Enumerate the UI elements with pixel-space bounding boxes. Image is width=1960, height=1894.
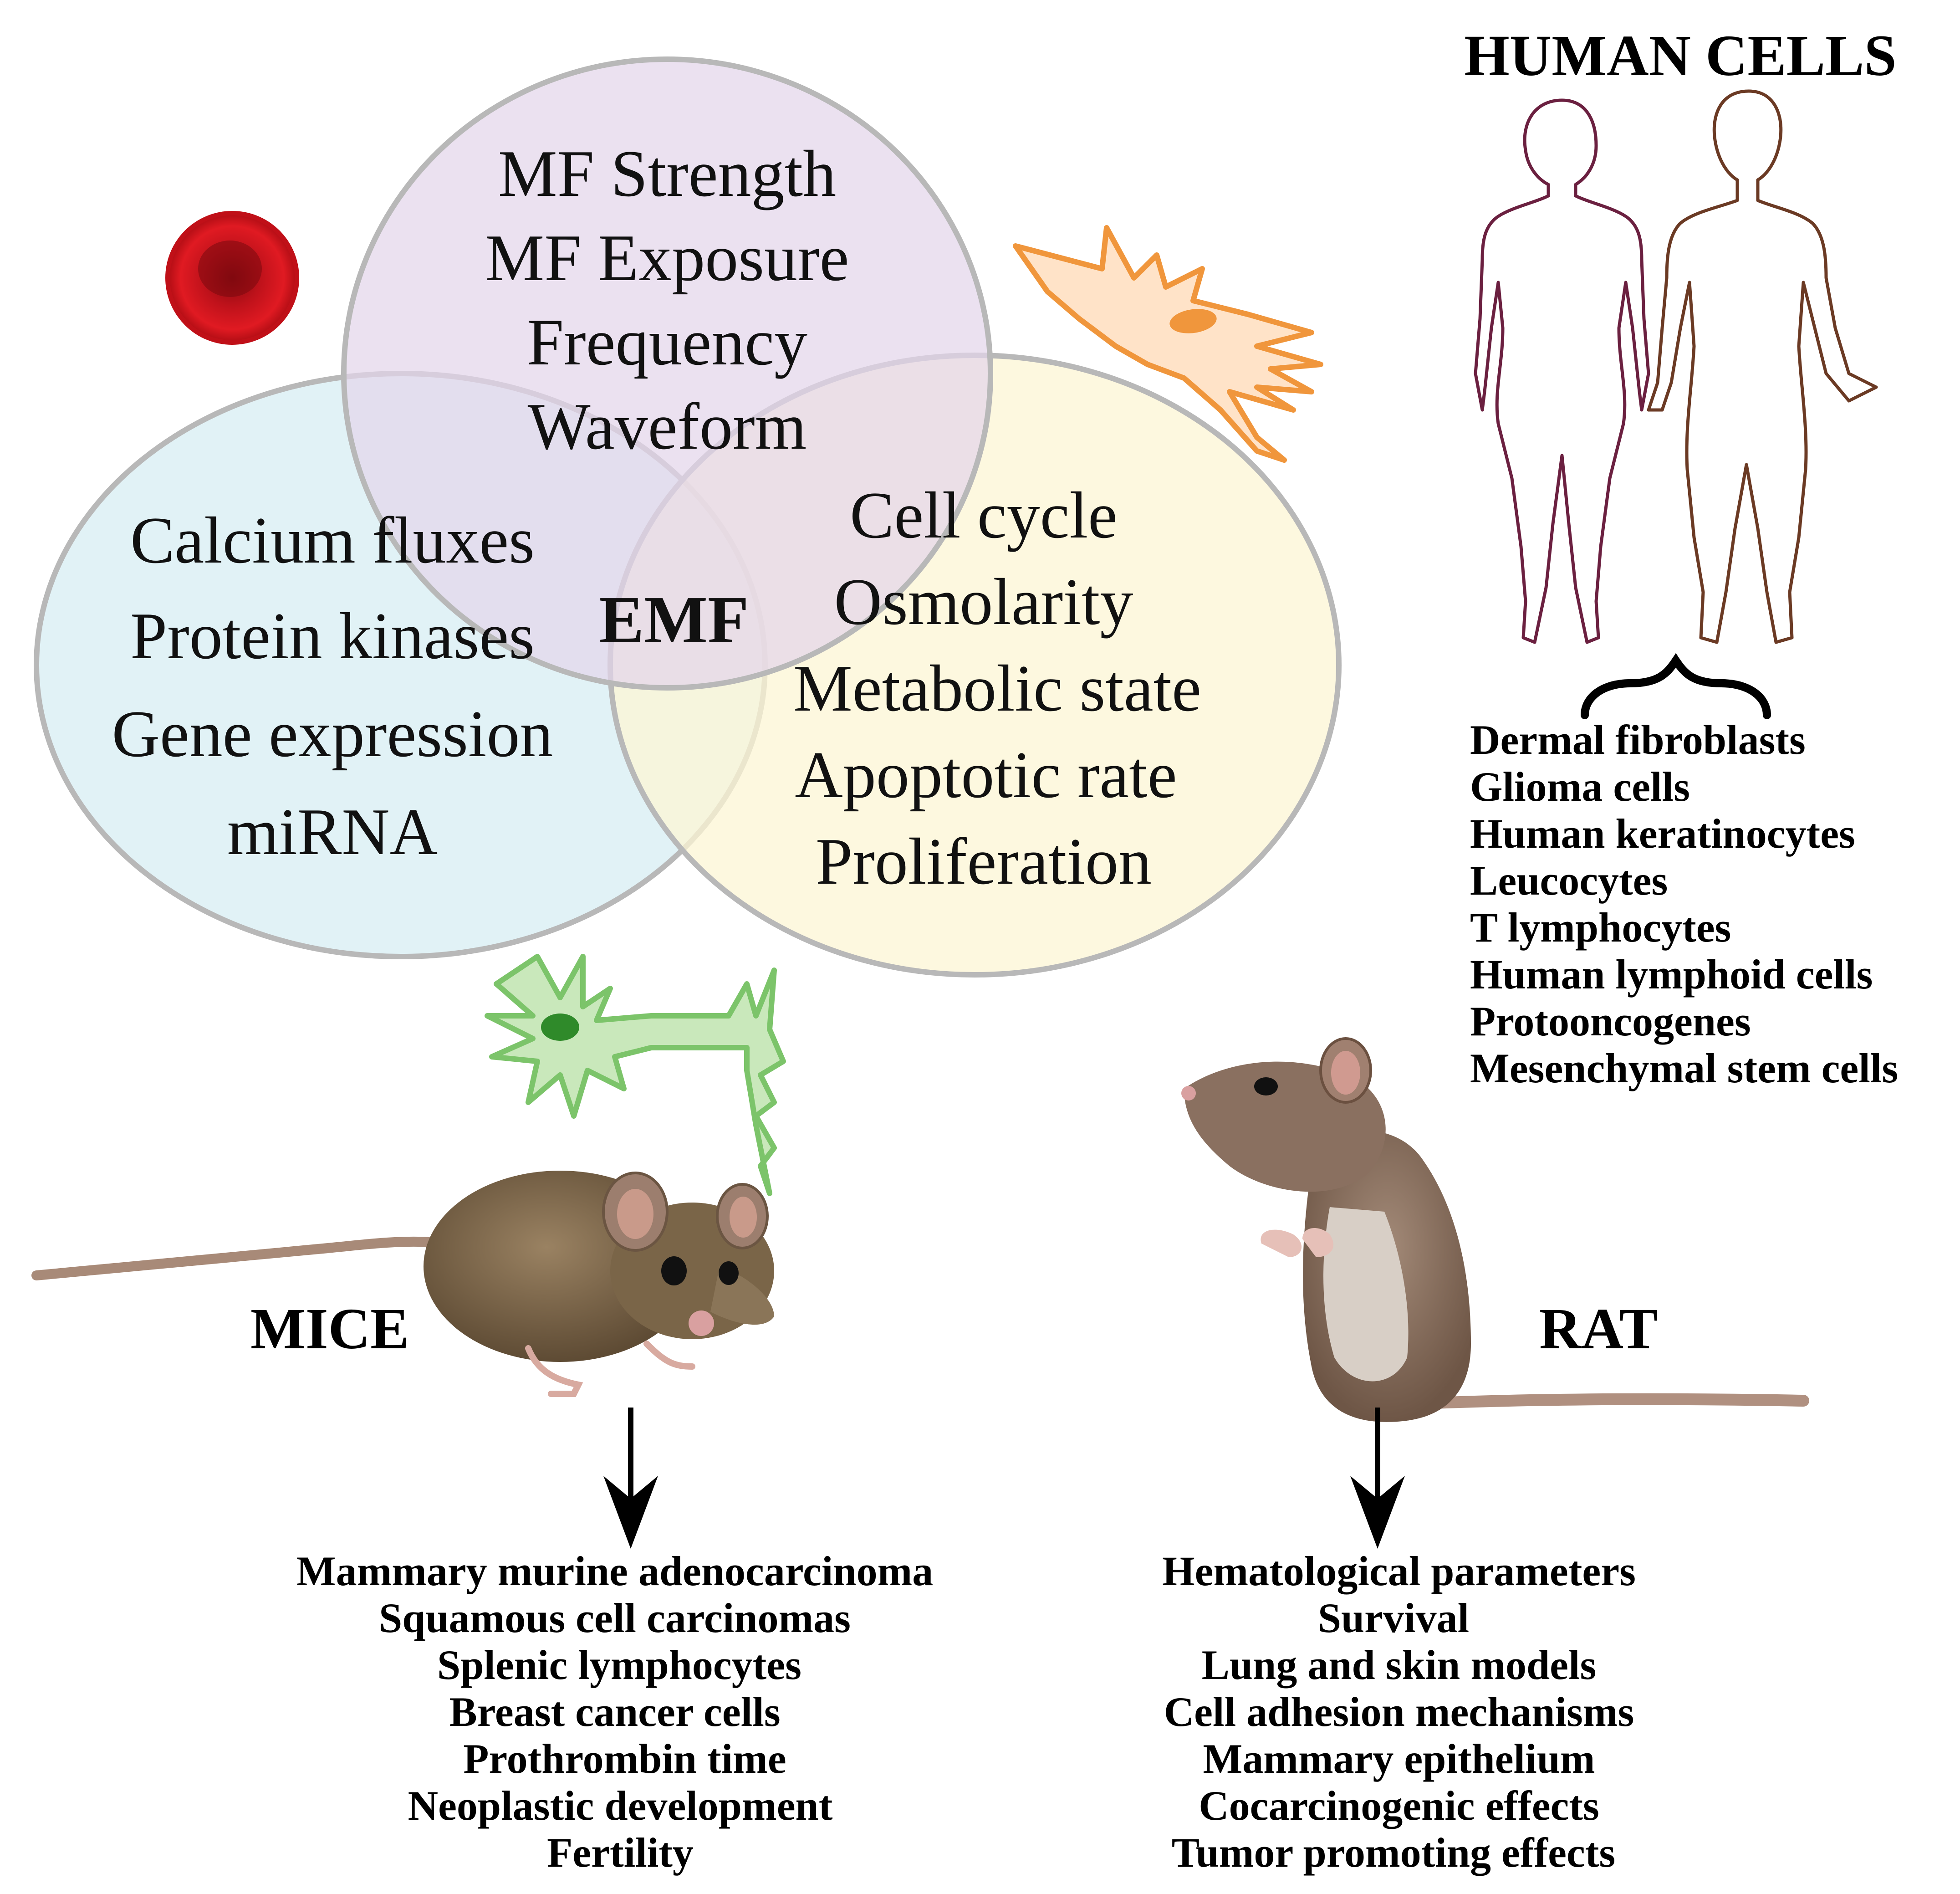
venn-left-item: Gene expression xyxy=(112,697,553,771)
list-item: Breast cancer cells xyxy=(449,1689,780,1735)
list-item: Protooncogenes xyxy=(1470,998,1751,1044)
rat-title: RAT xyxy=(1539,1296,1658,1361)
rat-arrow-icon xyxy=(1350,1408,1405,1549)
fibroblast-cell-icon xyxy=(1013,225,1323,463)
list-item: Prothrombin time xyxy=(463,1735,786,1782)
list-item: Fertility xyxy=(547,1829,694,1876)
list-item: Squamous cell carcinomas xyxy=(379,1595,851,1641)
mice-title: MICE xyxy=(250,1296,409,1361)
list-item: Leucocytes xyxy=(1470,857,1668,904)
venn-top-item: MF Strength xyxy=(498,137,836,210)
venn-right-item: Osmolarity xyxy=(834,565,1133,639)
rat-list: Hematological parameters Survival Lung a… xyxy=(1162,1548,1636,1876)
list-item: Mesenchymal stem cells xyxy=(1470,1045,1898,1091)
list-item: Human keratinocytes xyxy=(1470,810,1855,857)
human-couple-icon xyxy=(1474,89,1878,644)
human-cells-title: HUMAN CELLS xyxy=(1464,23,1896,88)
venn-right-item: Proliferation xyxy=(816,824,1152,898)
list-item: Dermal fibroblasts xyxy=(1470,717,1806,763)
venn-left-list: Calcium fluxes Protein kinases Gene expr… xyxy=(112,503,553,869)
human-cells-list: Dermal fibroblasts Glioma cells Human ke… xyxy=(1470,717,1898,1091)
list-item: Cell adhesion mechanisms xyxy=(1164,1689,1634,1735)
venn-right-item: Apoptotic rate xyxy=(795,738,1177,812)
rat-icon xyxy=(1181,1037,1809,1422)
list-item: Mammary murine adenocarcinoma xyxy=(296,1548,934,1594)
venn-diagram: MF Strength MF Exposure Frequency Wavefo… xyxy=(34,56,1342,978)
list-item: T lymphocytes xyxy=(1470,904,1731,951)
neuron-cell-icon xyxy=(485,954,786,1196)
venn-center-label: EMF xyxy=(599,583,749,657)
list-item: Tumor promoting effects xyxy=(1172,1829,1615,1876)
female-figure-icon xyxy=(1474,98,1650,644)
list-item: Cocarcinogenic effects xyxy=(1199,1782,1599,1829)
list-item: Splenic lymphocytes xyxy=(437,1642,801,1688)
mice-list: Mammary murine adenocarcinoma Squamous c… xyxy=(296,1548,934,1876)
venn-circle-top xyxy=(341,56,993,691)
venn-right-item: Cell cycle xyxy=(850,478,1118,552)
list-item: Mammary epithelium xyxy=(1203,1735,1595,1782)
venn-top-item: MF Exposure xyxy=(485,221,849,295)
mouse-icon xyxy=(31,1171,774,1397)
venn-right-item: Metabolic state xyxy=(793,651,1201,725)
venn-top-list: MF Strength MF Exposure Frequency Wavefo… xyxy=(485,137,849,463)
venn-top-item: Waveform xyxy=(528,389,807,463)
mice-arrow-icon xyxy=(603,1408,658,1549)
male-figure-icon xyxy=(1647,89,1878,644)
list-item: Neoplastic development xyxy=(408,1782,833,1829)
list-item: Lung and skin models xyxy=(1202,1642,1597,1688)
venn-left-item: Calcium fluxes xyxy=(130,503,535,577)
list-item: Human lymphoid cells xyxy=(1470,951,1873,998)
venn-top-item: Frequency xyxy=(527,305,807,379)
red-blood-cell-icon xyxy=(165,211,299,345)
list-item: Survival xyxy=(1318,1595,1469,1641)
brace-icon xyxy=(1581,653,1771,719)
list-item: Hematological parameters xyxy=(1162,1548,1636,1594)
venn-left-item: Protein kinases xyxy=(130,599,535,673)
venn-left-item: miRNA xyxy=(227,795,438,869)
list-item: Glioma cells xyxy=(1470,763,1690,810)
venn-right-list: Cell cycle Osmolarity Metabolic state Ap… xyxy=(793,478,1201,898)
